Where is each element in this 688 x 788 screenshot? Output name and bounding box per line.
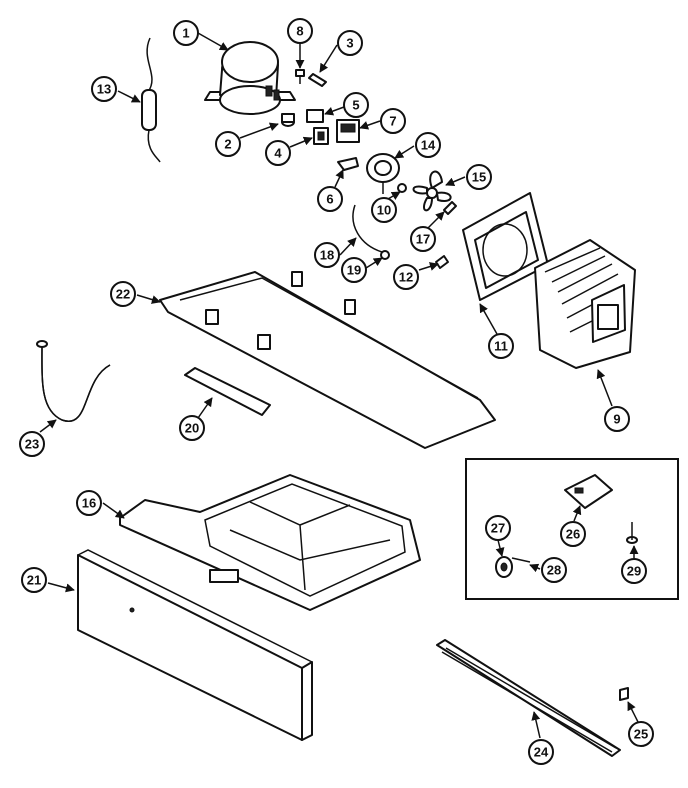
fan-blade-part-15 bbox=[412, 170, 452, 212]
wheel-part-27 bbox=[495, 556, 513, 578]
svg-text:5: 5 bbox=[352, 98, 359, 113]
control-board-part-26 bbox=[564, 474, 613, 509]
clip-part-25 bbox=[619, 687, 629, 701]
callout-27: 27 bbox=[485, 515, 511, 541]
callout-29: 29 bbox=[621, 558, 647, 584]
inset-box bbox=[465, 458, 679, 600]
svg-text:19: 19 bbox=[347, 263, 361, 278]
leveling-screw-part-29 bbox=[626, 522, 638, 544]
callout-19: 19 bbox=[341, 257, 367, 283]
callout-7: 7 bbox=[380, 108, 406, 134]
callout-3: 3 bbox=[337, 30, 363, 56]
svg-text:18: 18 bbox=[320, 248, 334, 263]
callout-11: 11 bbox=[488, 333, 514, 359]
svg-text:9: 9 bbox=[613, 412, 620, 427]
svg-text:21: 21 bbox=[27, 573, 41, 588]
leader-lines bbox=[39, 32, 639, 739]
nut-part-10 bbox=[397, 183, 407, 193]
overload-part-7 bbox=[336, 119, 360, 143]
condenser-part-9 bbox=[534, 239, 636, 369]
svg-text:3: 3 bbox=[346, 36, 353, 51]
svg-text:26: 26 bbox=[566, 527, 580, 542]
callout-4: 4 bbox=[265, 140, 291, 166]
svg-text:12: 12 bbox=[399, 270, 413, 285]
relay-cover-part-4 bbox=[313, 127, 329, 145]
clip-part-17 bbox=[443, 201, 457, 215]
svg-text:20: 20 bbox=[185, 421, 199, 436]
svg-text:22: 22 bbox=[116, 287, 130, 302]
svg-text:17: 17 bbox=[416, 232, 430, 247]
callout-24: 24 bbox=[528, 739, 554, 765]
base-rail-part-22 bbox=[159, 271, 496, 449]
callout-14: 14 bbox=[415, 132, 441, 158]
svg-text:16: 16 bbox=[82, 496, 96, 511]
drain-hose-part-23 bbox=[36, 340, 111, 423]
svg-text:25: 25 bbox=[634, 727, 648, 742]
callout-2: 2 bbox=[215, 131, 241, 157]
callout-13: 13 bbox=[91, 76, 117, 102]
callout-1: 1 bbox=[173, 20, 199, 46]
svg-text:11: 11 bbox=[494, 339, 508, 354]
screw-part-8 bbox=[295, 69, 305, 84]
callout-28: 28 bbox=[541, 557, 567, 583]
callout-10: 10 bbox=[371, 197, 397, 223]
compressor-part-1 bbox=[204, 41, 296, 115]
callout-8: 8 bbox=[287, 18, 313, 44]
front-panel-part-21 bbox=[77, 549, 313, 741]
callout-15: 15 bbox=[466, 164, 492, 190]
svg-text:2: 2 bbox=[224, 137, 231, 152]
fan-motor-part-14 bbox=[366, 153, 400, 194]
svg-text:13: 13 bbox=[97, 82, 111, 97]
svg-text:6: 6 bbox=[326, 192, 333, 207]
grommet-part-2 bbox=[281, 113, 295, 127]
svg-text:1: 1 bbox=[182, 26, 189, 41]
callout-16: 16 bbox=[76, 490, 102, 516]
svg-text:7: 7 bbox=[389, 114, 396, 129]
svg-text:24: 24 bbox=[534, 745, 549, 760]
callout-18: 18 bbox=[314, 242, 340, 268]
callout-21: 21 bbox=[21, 567, 47, 593]
svg-text:15: 15 bbox=[472, 170, 486, 185]
bracket-part-6 bbox=[337, 157, 359, 171]
kickplate-grille-part-24 bbox=[436, 639, 621, 757]
drier-part-13 bbox=[141, 37, 161, 163]
svg-text:23: 23 bbox=[25, 437, 39, 452]
relay-part-5 bbox=[306, 109, 324, 123]
svg-text:8: 8 bbox=[296, 24, 303, 39]
bracket-part-18 bbox=[352, 204, 383, 253]
callout-6: 6 bbox=[317, 186, 343, 212]
callout-12: 12 bbox=[393, 264, 419, 290]
svg-text:14: 14 bbox=[421, 138, 436, 153]
callout-20: 20 bbox=[179, 415, 205, 441]
callout-9: 9 bbox=[604, 406, 630, 432]
svg-text:28: 28 bbox=[547, 563, 561, 578]
grommet-part-19 bbox=[380, 250, 390, 260]
screw-part-28 bbox=[511, 557, 531, 563]
svg-text:29: 29 bbox=[627, 564, 641, 579]
callout-23: 23 bbox=[19, 431, 45, 457]
callout-5: 5 bbox=[343, 92, 369, 118]
callout-22: 22 bbox=[110, 281, 136, 307]
drain-pan-part-16 bbox=[119, 474, 421, 611]
rail-part-20 bbox=[184, 367, 271, 416]
callout-26: 26 bbox=[560, 521, 586, 547]
callout-17: 17 bbox=[410, 226, 436, 252]
svg-text:4: 4 bbox=[274, 146, 282, 161]
screw-part-12 bbox=[435, 255, 449, 269]
clip-part-3 bbox=[308, 73, 327, 87]
svg-text:27: 27 bbox=[491, 521, 505, 536]
svg-text:10: 10 bbox=[377, 203, 391, 218]
callout-25: 25 bbox=[628, 721, 654, 747]
